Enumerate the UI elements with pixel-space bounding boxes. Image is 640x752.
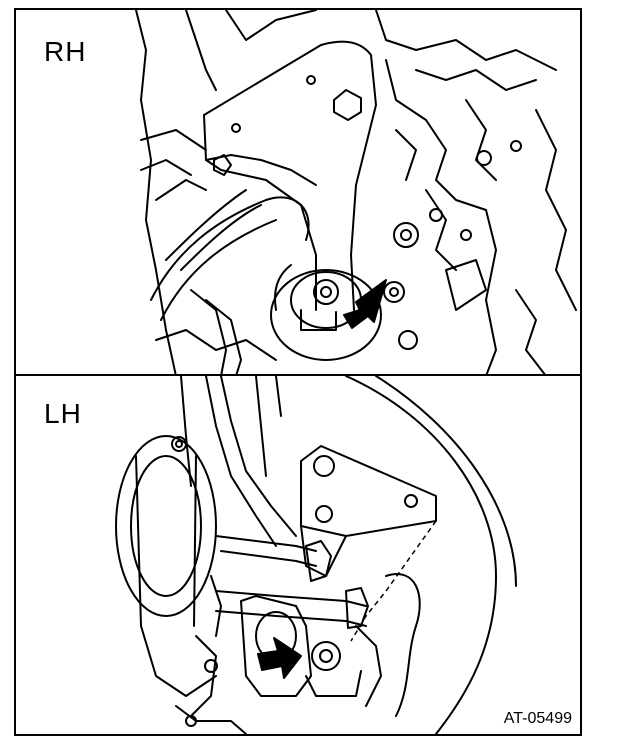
rh-mount-illustration xyxy=(135,10,577,374)
lh-mount-illustration xyxy=(115,376,517,734)
panel-lh: LH AT-05499 xyxy=(16,376,580,734)
arrow-pointer-icon xyxy=(343,279,387,329)
panel-rh: RH xyxy=(16,10,580,376)
arrow-pointer-icon xyxy=(257,637,302,679)
figure-code: AT-05499 xyxy=(503,710,572,727)
figure-frame: RH xyxy=(14,8,582,736)
panel-label-lh: LH xyxy=(44,398,82,429)
panel-label-rh: RH xyxy=(44,36,87,67)
